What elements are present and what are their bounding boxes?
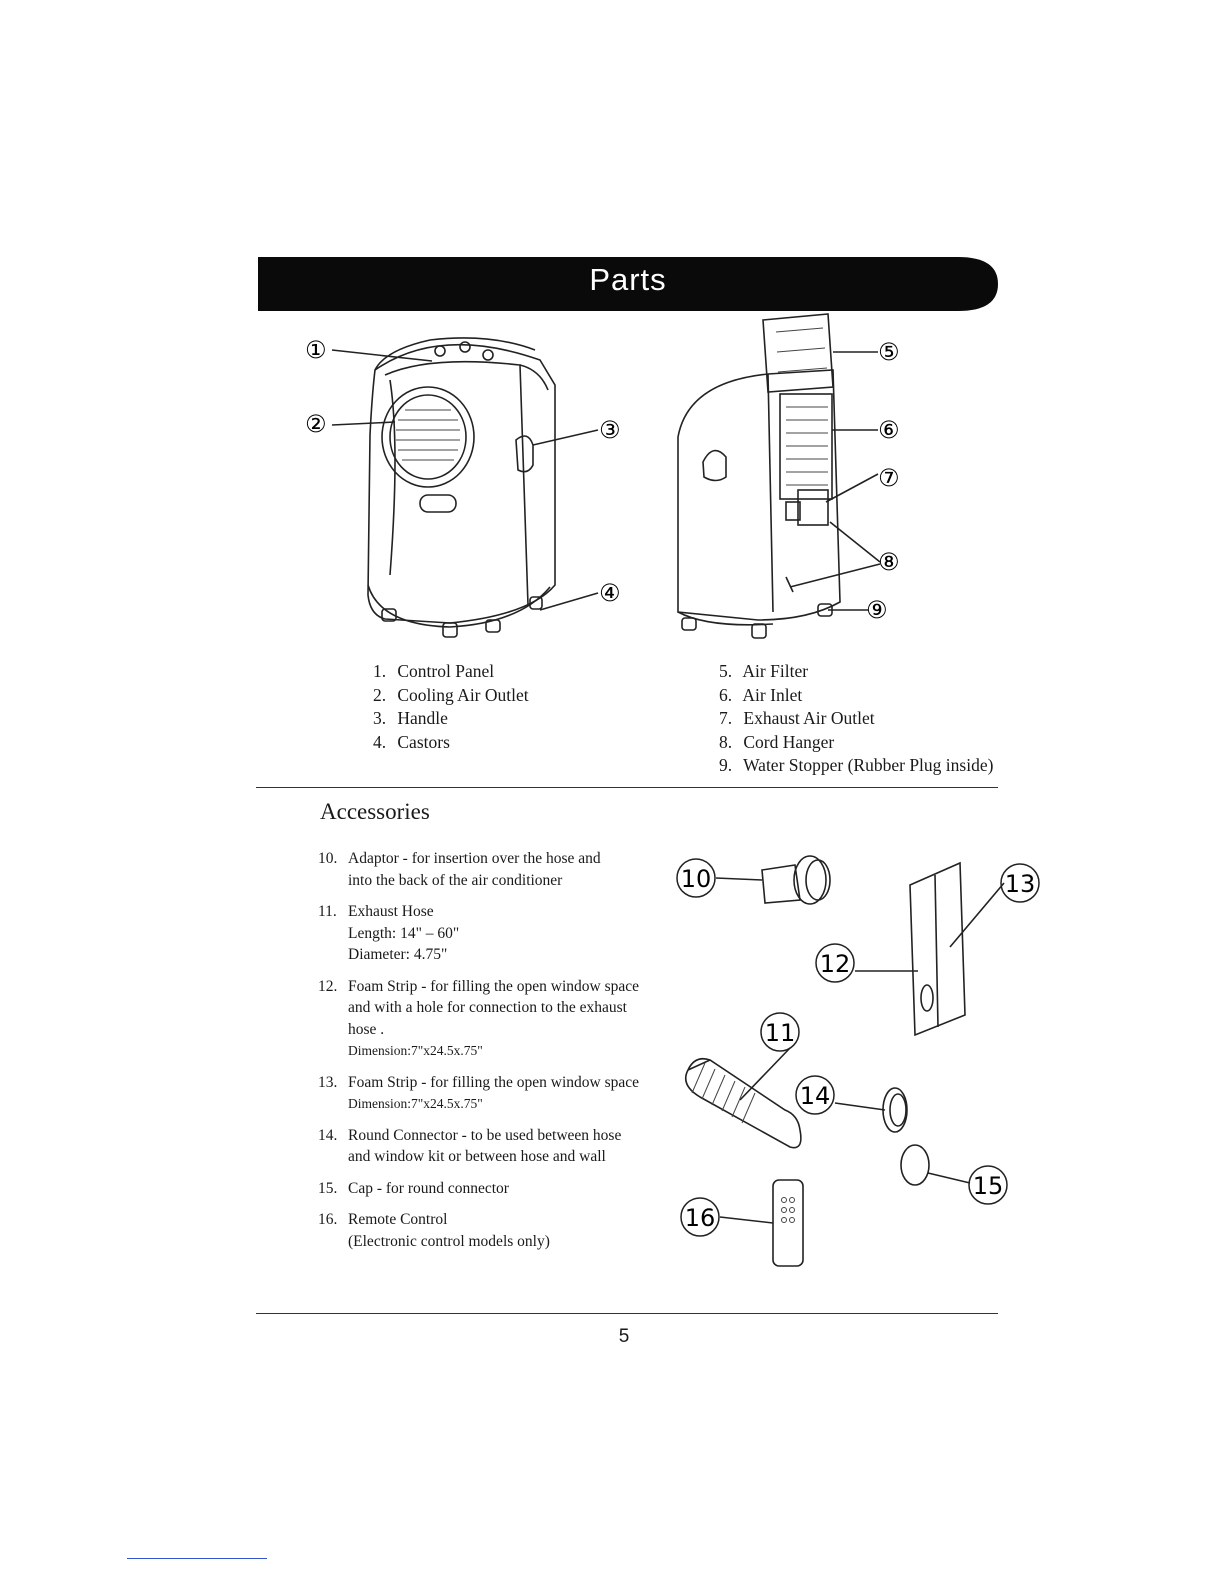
list-item: 8. Cord Hanger bbox=[719, 731, 835, 752]
parts-list-front: 1. Control Panel 2. Cooling Air Outlet 3… bbox=[373, 660, 529, 754]
callout-3: ③ bbox=[599, 416, 621, 444]
callout-6: ⑥ bbox=[878, 416, 900, 444]
list-item: 14. Round Connector - to be used between… bbox=[318, 1126, 622, 1166]
list-item: 2. Cooling Air Outlet bbox=[373, 684, 529, 705]
callout-4: ④ bbox=[599, 579, 621, 607]
footer-divider bbox=[256, 1313, 998, 1314]
list-item: 7. Exhaust Air Outlet bbox=[719, 708, 875, 728]
callout-8: ⑧ bbox=[878, 548, 900, 576]
list-item: 16. Remote Control (Electronic control m… bbox=[318, 1211, 550, 1250]
list-item: 4. Castors bbox=[373, 731, 450, 752]
callout-15: 15 bbox=[973, 1172, 1004, 1200]
page-number: 5 bbox=[618, 1326, 630, 1347]
list-item: 1. Control Panel bbox=[373, 661, 495, 681]
list-item: 13. Foam Strip - for filling the open wi… bbox=[318, 1073, 640, 1112]
callout-14: 14 bbox=[800, 1082, 831, 1110]
accessories-illustration: 10 11 12 13 14 15 16 bbox=[676, 855, 1040, 1267]
list-item: 11. Exhaust Hose Length: 14" – 60" Diame… bbox=[318, 903, 460, 963]
list-item: 15. Cap - for round connector bbox=[318, 1179, 509, 1197]
accessories-heading: Accessories bbox=[320, 799, 430, 824]
callout-9: ⑨ bbox=[866, 596, 888, 624]
front-view-illustration: ① ② ③ ④ bbox=[305, 336, 621, 638]
section-title: Parts bbox=[589, 262, 667, 297]
callout-12: 12 bbox=[820, 950, 851, 978]
list-item: 12. Foam Strip - for filling the open wi… bbox=[318, 977, 640, 1059]
callout-13: 13 bbox=[1005, 870, 1036, 898]
back-view-illustration: ⑤ ⑥ ⑦ ⑧ ⑨ bbox=[677, 313, 900, 639]
parts-list-back: 5. Air Filter 6. Air Inlet 7. Exhaust Ai… bbox=[719, 660, 993, 778]
callout-1: ① bbox=[305, 336, 327, 364]
list-item: 3. Handle bbox=[373, 708, 448, 728]
list-item: 5. Air Filter bbox=[719, 661, 809, 681]
callout-2: ② bbox=[305, 410, 327, 438]
callout-16: 16 bbox=[685, 1204, 716, 1232]
section-banner bbox=[258, 257, 998, 311]
callout-7: ⑦ bbox=[878, 464, 900, 492]
callout-11: 11 bbox=[765, 1019, 796, 1047]
callout-5: ⑤ bbox=[878, 338, 900, 366]
footer-underline bbox=[127, 1558, 267, 1559]
list-item: 6. Air Inlet bbox=[719, 684, 803, 705]
list-item: 10. Adaptor - for insertion over the hos… bbox=[318, 850, 601, 889]
accessories-list: 10. Adaptor - for insertion over the hos… bbox=[318, 848, 690, 1252]
callout-10: 10 bbox=[681, 865, 712, 893]
divider bbox=[256, 787, 998, 788]
list-item: 9. Water Stopper (Rubber Plug inside) bbox=[719, 755, 994, 775]
